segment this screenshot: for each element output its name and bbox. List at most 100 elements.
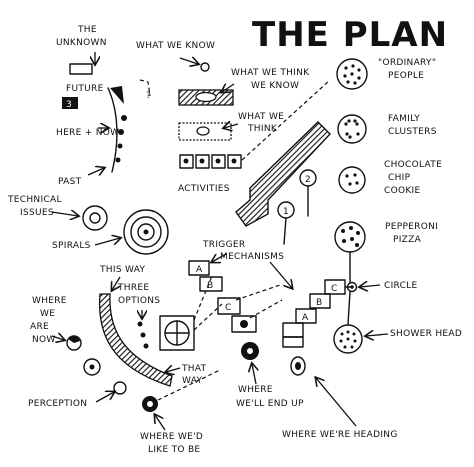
right-connector-lower bbox=[347, 291, 351, 325]
what-we-think-arrow bbox=[224, 124, 239, 128]
right-steps: C B A bbox=[282, 279, 351, 376]
step-base2-right bbox=[282, 336, 304, 348]
family-clusters-circle bbox=[337, 114, 367, 144]
marker-two-label: 2 bbox=[305, 175, 311, 185]
here-now-label: HERE + NOW bbox=[56, 128, 119, 138]
cookie-label-3: COOKIE bbox=[384, 186, 421, 196]
what-we-think-eye bbox=[196, 126, 210, 136]
heading-label: WHERE WE'RE HEADING bbox=[282, 430, 398, 440]
spiral-inner bbox=[137, 223, 155, 241]
step-a-left-label: A bbox=[196, 265, 203, 275]
activities-label: ACTIVITIES bbox=[178, 184, 230, 194]
pizza-label-1: PEPPERONI bbox=[385, 222, 438, 232]
timeline-dot bbox=[117, 143, 123, 149]
step-link bbox=[235, 284, 281, 301]
family-clusters-2: CLUSTERS bbox=[388, 127, 437, 137]
what-we-think-we-know-1: WHAT WE THINK bbox=[231, 68, 310, 78]
step-c-right-label: C bbox=[331, 284, 338, 294]
perception-arrow bbox=[95, 392, 114, 403]
page-title: THE PLAN bbox=[252, 15, 448, 55]
cookie-label-1: CHOCOLATE bbox=[384, 160, 442, 170]
technical-issues-1: TECHNICAL bbox=[7, 195, 62, 205]
option-dot bbox=[143, 343, 149, 349]
technical-issues-2: ISSUES bbox=[20, 208, 54, 218]
end-up-arrow bbox=[252, 364, 256, 385]
what-we-think-we-know-2: WE KNOW bbox=[251, 81, 299, 91]
question-dash bbox=[139, 79, 151, 97]
link-activities-people bbox=[241, 79, 331, 161]
what-we-think-1: WHAT WE bbox=[238, 112, 284, 122]
like-to-be-1: WHERE WE'D bbox=[140, 432, 203, 442]
spirals-arrow bbox=[94, 238, 120, 246]
that-way-arrow bbox=[166, 368, 181, 372]
spiral-mid bbox=[130, 216, 162, 248]
think-we-know-eye bbox=[195, 91, 217, 103]
spirals-label: SPIRALS bbox=[52, 241, 91, 251]
think-we-know-arrow bbox=[222, 84, 235, 92]
that-way-1: THAT bbox=[181, 364, 207, 374]
shower-head-circle bbox=[333, 324, 363, 354]
what-we-know-dot bbox=[200, 62, 210, 72]
spiral-outer bbox=[123, 209, 169, 255]
heading-arrow bbox=[316, 378, 357, 427]
where-we-are-now-3: ARE bbox=[30, 322, 49, 332]
timeline: THE UNKNOWN FUTURE 3 HERE + NOW PAST ? bbox=[56, 25, 151, 187]
activity-box bbox=[195, 154, 210, 169]
step-b-left bbox=[199, 276, 223, 292]
here-now-marker bbox=[62, 97, 78, 109]
shower-head-arrow bbox=[366, 334, 389, 336]
trigger-arrow-left bbox=[212, 253, 227, 262]
step-b-right bbox=[309, 293, 331, 309]
where-now-circle bbox=[66, 335, 82, 351]
end-up-2: WE'LL END UP bbox=[236, 399, 304, 409]
options-link bbox=[193, 275, 213, 321]
marker-one-stem bbox=[283, 217, 287, 245]
activity-box bbox=[179, 154, 194, 169]
issues-inner-circle bbox=[89, 212, 101, 224]
options-link bbox=[193, 303, 223, 331]
perception-circle bbox=[83, 358, 101, 376]
where-we-are-now-4: NOW bbox=[32, 335, 56, 345]
step-link bbox=[249, 299, 283, 319]
step-a-right-label: A bbox=[302, 313, 309, 323]
trigger-mechanisms-2: MECHANISMS bbox=[220, 252, 284, 262]
shower-head-label: SHOWER HEAD bbox=[390, 329, 462, 339]
timeline-curve bbox=[107, 87, 118, 173]
technical-issues-arrow bbox=[51, 212, 78, 216]
like-to-be-arrow bbox=[155, 415, 166, 431]
past-arrow bbox=[87, 168, 104, 175]
timeline-dot bbox=[115, 157, 121, 163]
pizza-label-2: PIZZA bbox=[393, 235, 422, 245]
three-options-1: THREE bbox=[117, 283, 149, 293]
marker-three: 3 bbox=[66, 100, 72, 110]
circle-label: CIRCLE bbox=[384, 281, 418, 291]
family-clusters-1: FAMILY bbox=[388, 114, 420, 124]
step-d-left bbox=[231, 315, 257, 333]
end-up-1: WHERE bbox=[238, 385, 273, 395]
ordinary-people-2: PEOPLE bbox=[388, 71, 424, 81]
unknown-label-1: THE bbox=[77, 25, 97, 35]
this-way-arrow bbox=[112, 276, 121, 290]
step-c-left bbox=[217, 297, 241, 315]
step-a-left bbox=[188, 260, 210, 276]
step-b-right-label: B bbox=[316, 298, 322, 308]
ordinary-people-circle bbox=[336, 58, 368, 90]
issues-spirals: TECHNICAL ISSUES SPIRALS bbox=[7, 195, 169, 255]
timeline-head bbox=[110, 86, 124, 104]
like-to-be-2: LIKE TO BE bbox=[148, 445, 200, 455]
this-way-label: THIS WAY bbox=[99, 265, 145, 275]
left-steps: A B C bbox=[188, 260, 283, 333]
activity-box bbox=[211, 154, 226, 169]
issues-outer-circle bbox=[82, 205, 108, 231]
activities-boxes bbox=[179, 154, 242, 169]
perception-label: PERCEPTION bbox=[28, 399, 87, 409]
past-label: PAST bbox=[58, 177, 82, 187]
trigger-mechanisms-1: TRIGGER bbox=[202, 240, 245, 250]
three-options-2: OPTIONS bbox=[118, 296, 160, 306]
step-c-left-label: C bbox=[225, 303, 232, 313]
like-to-be-link bbox=[157, 369, 221, 401]
what-we-think-2: THINK bbox=[247, 124, 278, 134]
cookie-label-2: CHIP bbox=[388, 173, 411, 183]
marker-one-label: 1 bbox=[283, 207, 289, 217]
trigger-arrow-right bbox=[269, 261, 292, 288]
